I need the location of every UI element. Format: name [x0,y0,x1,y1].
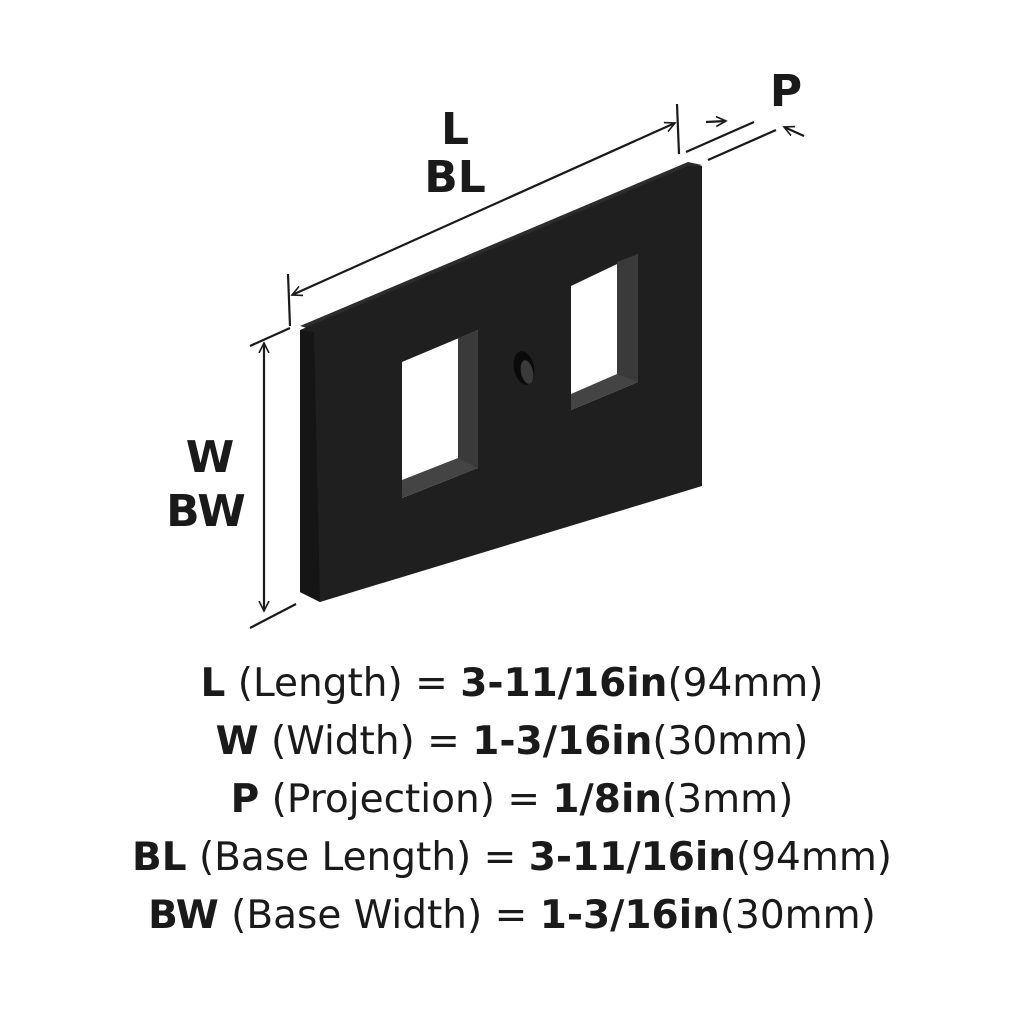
projection-arrow-left [705,121,726,122]
length-dimension [286,103,681,327]
width-dimension [249,326,297,629]
width-extension-top [249,326,291,348]
spec-metric: (30mm) [719,893,876,938]
spec-imperial: 1/8in [552,777,663,822]
spec-projection: P (Projection) = 1/8in(3mm) [0,771,1024,829]
spec-metric: (94mm) [667,661,824,706]
projection-extension-back [685,120,755,154]
left-square-hole [402,330,478,498]
base-length-label: BL [424,152,486,203]
spec-name: (Base Width) = [218,893,540,938]
spec-name: (Width) = [258,719,473,764]
spec-key: L [200,661,226,706]
projection-extension-front [707,128,777,162]
spec-key: W [215,719,259,764]
plate-side-edge [300,330,320,602]
spec-key: BL [131,835,187,880]
spec-name: (Projection) = [259,777,553,822]
width-label: W [186,432,235,483]
spec-imperial: 3-11/16in [460,661,668,706]
spec-length: L (Length) = 3-11/16in(94mm) [0,655,1024,713]
spec-base-length: BL (Base Length) = 3-11/16in(94mm) [0,829,1024,887]
projection-arrow-right [784,127,805,138]
spec-metric: (94mm) [735,835,893,880]
specifications-list: L (Length) = 3-11/16in(94mm) W (Width) =… [0,655,1024,945]
spec-name: (Base Length) = [186,835,529,880]
plate-front-face [300,166,702,602]
spec-imperial: 1-3/16in [472,719,653,764]
spec-metric: (30mm) [652,719,809,764]
spec-width: W (Width) = 1-3/16in(30mm) [0,713,1024,771]
length-label: L [441,104,469,155]
spec-imperial: 1-3/16in [539,893,720,938]
projection-label: P [770,66,802,117]
center-screw-hole [513,351,535,385]
spec-metric: (3mm) [662,777,794,822]
length-extension-left [286,273,292,327]
spec-imperial: 3-11/16in [528,835,736,880]
spec-key: P [230,777,260,822]
length-extension-right [675,103,681,155]
backplate [300,162,702,602]
projection-dimension [685,120,805,162]
spec-name: (Length) = [225,661,461,706]
spec-key: BW [148,893,219,938]
width-extension-bottom [249,603,297,629]
base-width-label: BW [166,486,246,537]
length-dimension-line [292,123,675,295]
spec-base-width: BW (Base Width) = 1-3/16in(30mm) [0,887,1024,945]
